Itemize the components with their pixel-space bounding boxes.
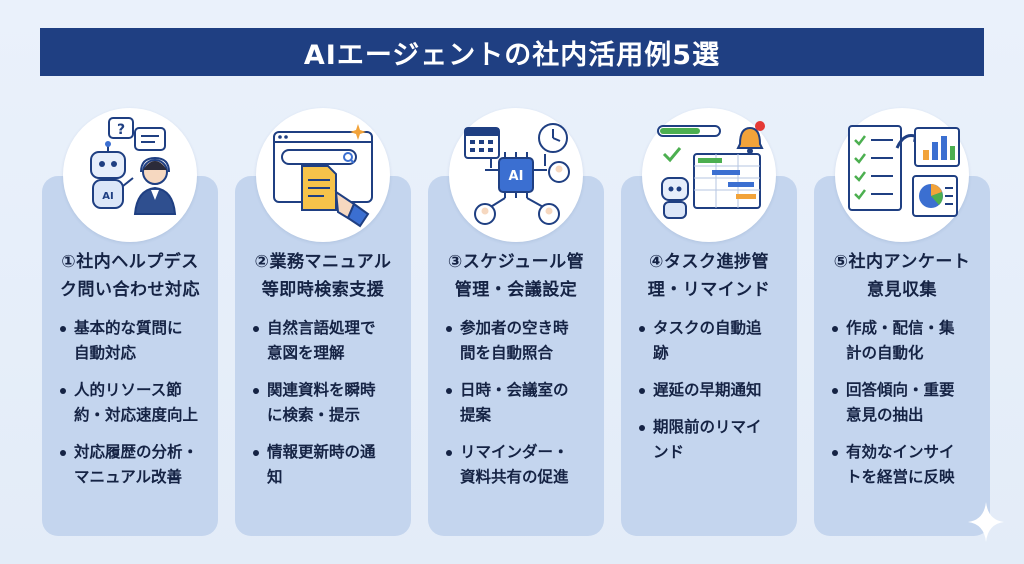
card-title-line: ク問い合わせ対応 [60,280,200,300]
card-title-line: 管理・会議設定 [454,280,578,300]
list-item: 関連資料を瞬時に検索・提示 [253,378,415,428]
card-task-progress: ④タスク進捗管 理・リマインド タスクの自動追跡 遅延の早期通知 期限前のリマイ… [621,176,797,536]
card-title-line: 等即時検索支援 [261,280,385,300]
list-item: 人的リソース節約・対応速度向上 [60,378,222,428]
list-item: 作成・配信・集計の自動化 [832,316,994,366]
list-item: 対応履歴の分析・マニュアル改善 [60,440,222,490]
page-title: AIエージェントの社内活用例5選 [40,28,984,76]
list-item: 情報更新時の通知 [253,440,415,490]
list-item: 回答傾向・重要意見の抽出 [832,378,994,428]
bullet-list: 基本的な質問に自動対応 人的リソース節約・対応速度向上 対応履歴の分析・マニュア… [60,316,222,502]
ai-chip-schedule-icon: AI [449,108,583,242]
svg-text:AI: AI [102,191,113,202]
sparkle-icon [968,502,1004,542]
card-title-line: 意見収集 [867,280,937,300]
list-item: 参加者の空き時間を自動照合 [446,316,608,366]
bullet-list: 自然言語処理で意図を理解 関連資料を瞬時に検索・提示 情報更新時の通知 [253,316,415,502]
card-title-line: ④タスク進捗管 [649,252,769,272]
card-title: ③スケジュール管 管理・会議設定 [428,248,604,304]
list-item: リマインダー・資料共有の促進 [446,440,608,490]
list-item: 有効なインサイトを経営に反映 [832,440,994,490]
bullet-list: タスクの自動追跡 遅延の早期通知 期限前のリマインド [639,316,801,477]
list-item: タスクの自動追跡 [639,316,801,366]
bullet-list: 作成・配信・集計の自動化 回答傾向・重要意見の抽出 有効なインサイトを経営に反映 [832,316,994,502]
svg-text:AI: AI [509,169,524,184]
list-item: 基本的な質問に自動対応 [60,316,222,366]
card-title: ⑤社内アンケート 意見収集 [814,248,990,304]
robot-helpdesk-icon: ? AI [63,108,197,242]
card-title-line: ②業務マニュアル [254,252,392,272]
gantt-bell-icon [642,108,776,242]
list-item: 日時・会議室の提案 [446,378,608,428]
card-title: ②業務マニュアル 等即時検索支援 [235,248,411,304]
card-title: ①社内ヘルプデス ク問い合わせ対応 [42,248,218,304]
svg-text:?: ? [117,122,125,138]
document-search-icon [256,108,390,242]
card-title-line: ⑤社内アンケート [833,252,971,272]
survey-chart-icon [835,108,969,242]
card-title-line: 理・リマインド [647,280,771,300]
card-helpdesk: ①社内ヘルプデス ク問い合わせ対応 基本的な質問に自動対応 人的リソース節約・対… [42,176,218,536]
list-item: 期限前のリマインド [639,415,801,465]
bullet-list: 参加者の空き時間を自動照合 日時・会議室の提案 リマインダー・資料共有の促進 [446,316,608,502]
card-title-line: ①社内ヘルプデス [61,252,199,272]
card-title-line: ③スケジュール管 [447,252,585,272]
card-title: ④タスク進捗管 理・リマインド [621,248,797,304]
list-item: 自然言語処理で意図を理解 [253,316,415,366]
list-item: 遅延の早期通知 [639,378,801,403]
